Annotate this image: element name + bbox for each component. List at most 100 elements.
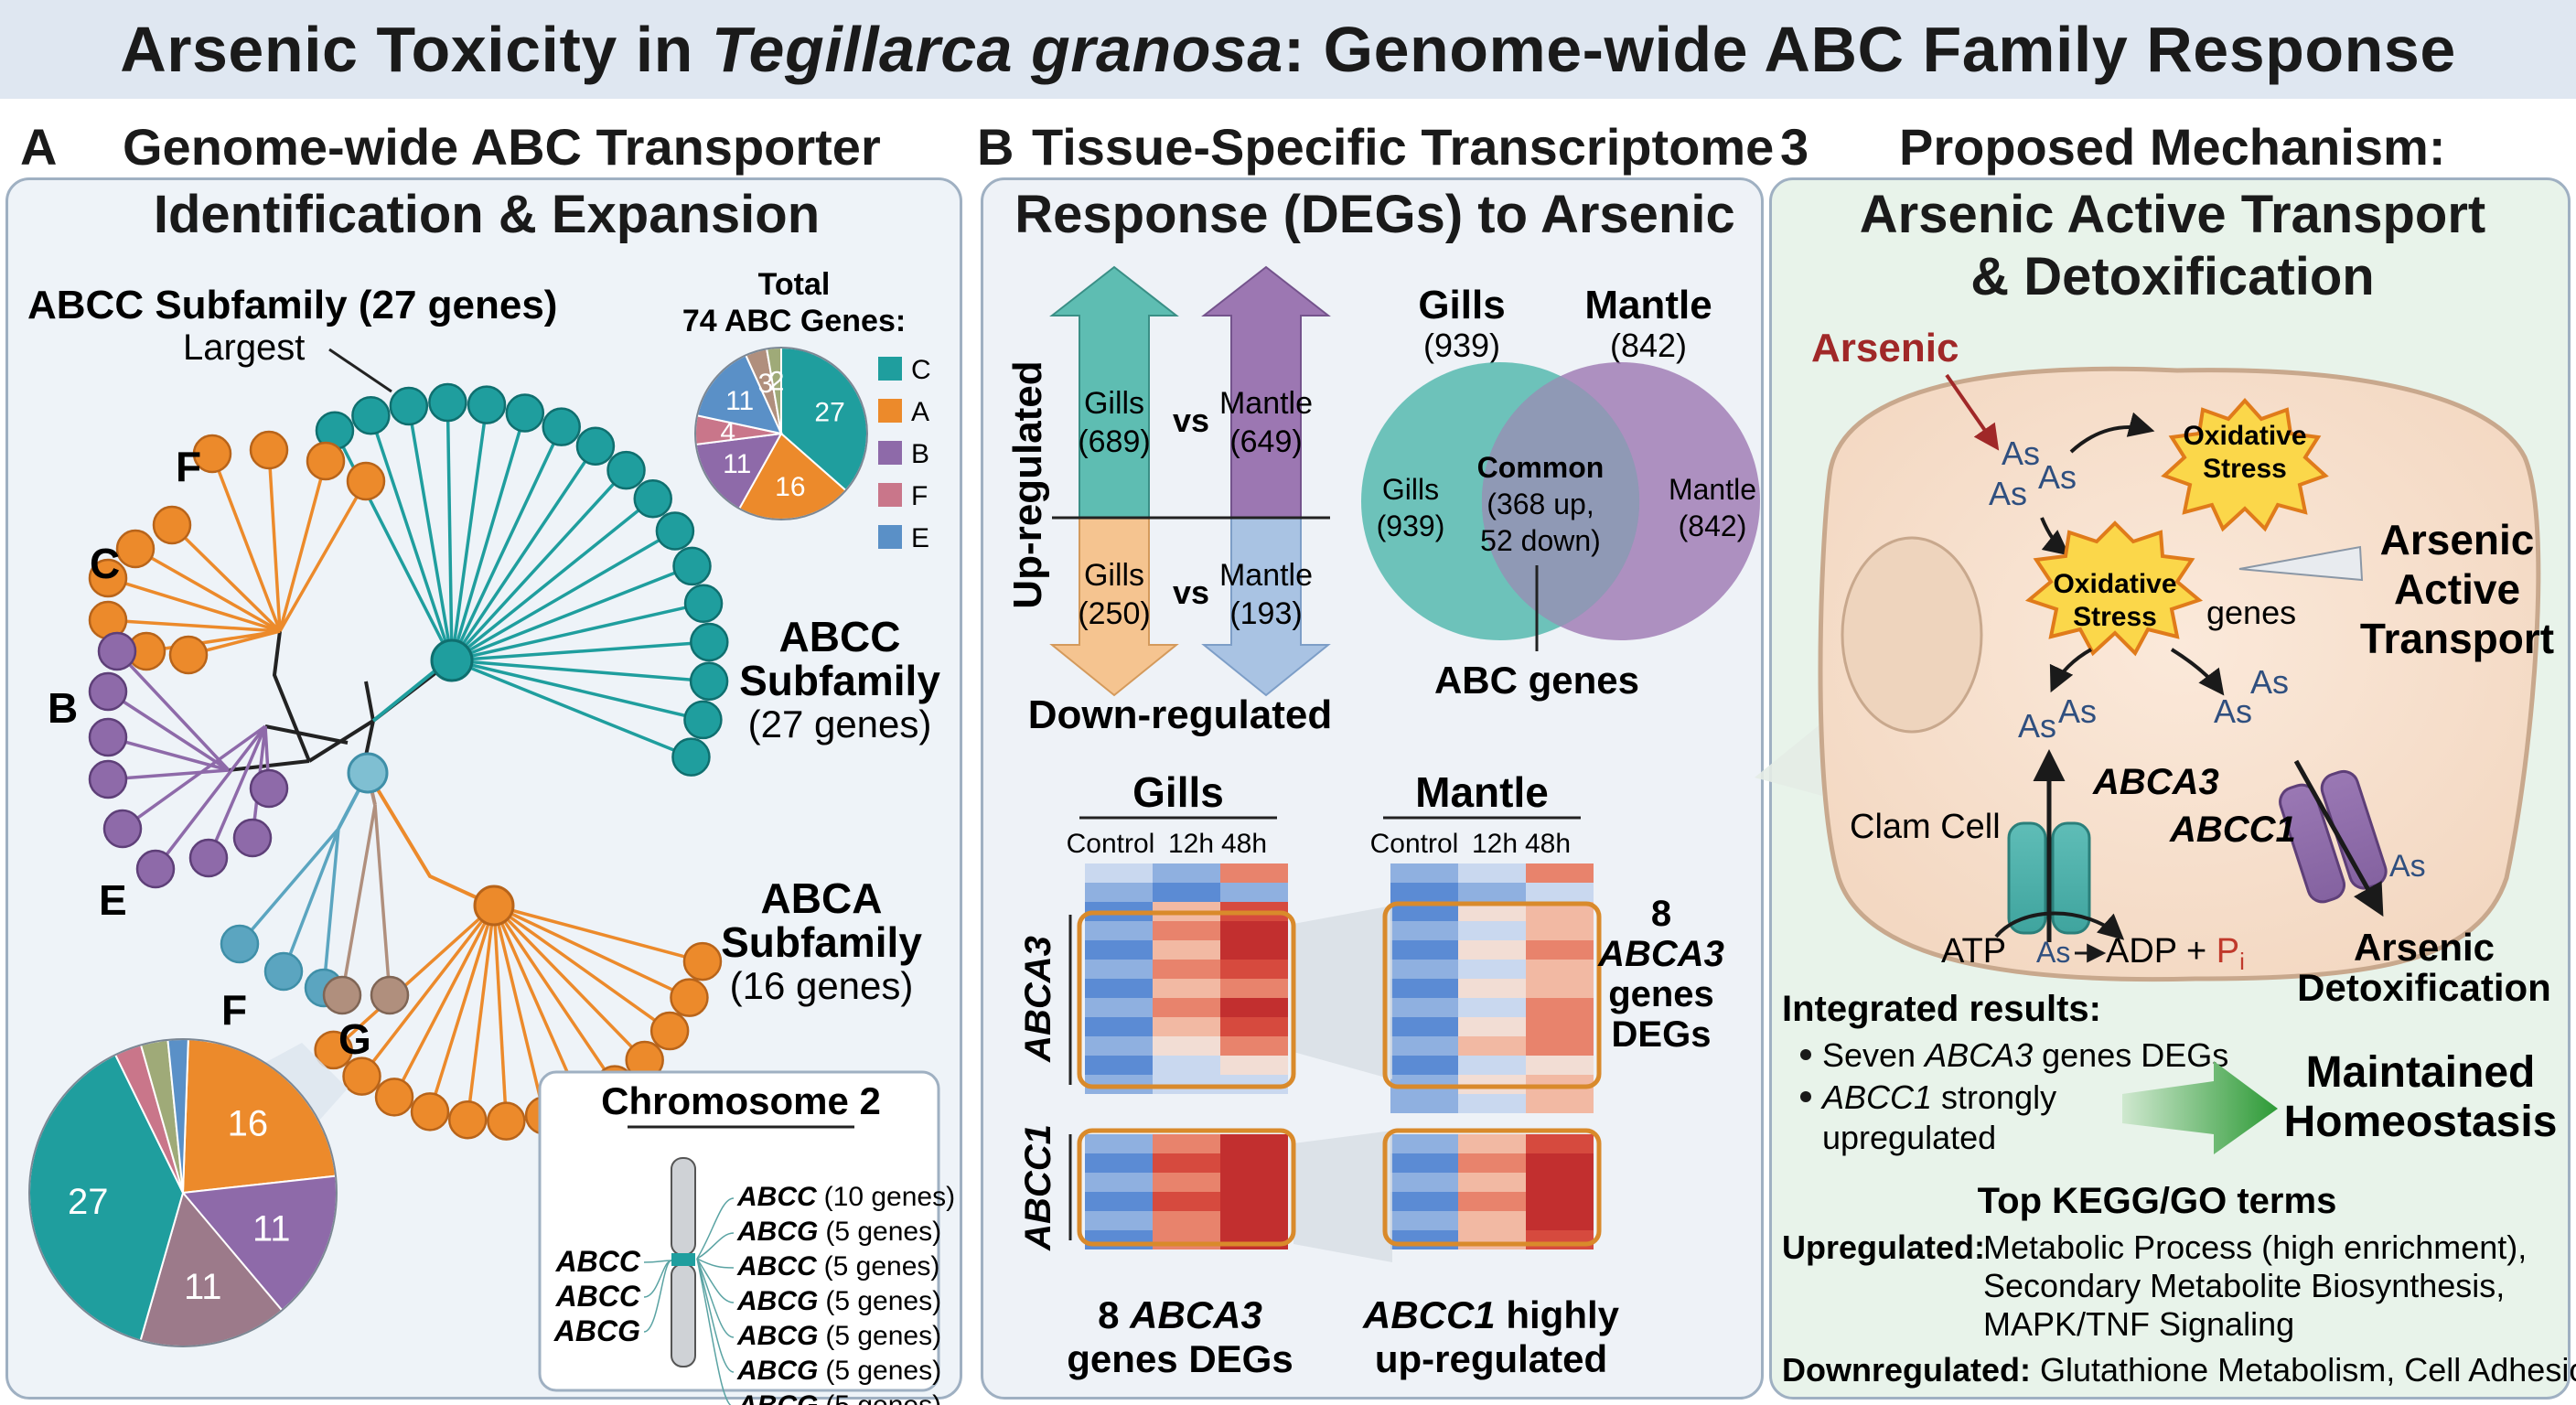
abca3-transporter-left [2007,821,2047,935]
panel-c-title-line1: Proposed Mechanism: [1899,118,2446,176]
abcc-leaf-node [672,546,712,586]
abca-leaf-node [374,1078,414,1117]
gills-down-label: Gills [1084,558,1144,593]
chromosome-title: Chromosome 2 [601,1079,881,1122]
small-pie-label: 11 [723,449,751,479]
abcc-leaf-node [683,584,724,624]
abce-leaf-node [232,818,273,858]
mantle-up-count: (649) [1229,424,1302,459]
legend-key: C [911,355,931,385]
vs-down: vs [1173,574,1209,611]
panel-b-title-line1: Tissue-Specific Transcriptome [1032,118,1775,176]
large-pie-label: 27 [68,1182,109,1222]
heatmap-cell [1390,998,1458,1017]
abca-label-1: ABCA [761,874,883,922]
footer-right-2: up-regulated [1375,1337,1607,1380]
heatmap-cell [1526,863,1594,883]
heatmap-cell [1526,883,1594,902]
heatmap-cell [1526,998,1594,1017]
oxidative-top-2: Stress [2203,454,2287,484]
heatmap-cell [1220,863,1288,883]
down-regulated-label: Down-regulated [1028,692,1332,737]
abce-leaf-node [188,838,229,878]
abca-leaf-node [447,1099,488,1140]
title-bar: Arsenic Toxicity in Tegillarca granosa: … [0,0,2576,99]
mantle-down-label: Mantle [1219,558,1313,593]
heatmap-cell [1085,1230,1153,1249]
heatmap-mantle-abcc1 [1390,1134,1594,1249]
abca-leaf-node [314,1030,353,1070]
abcg-leaf-node [322,975,362,1015]
branch-label-f-top: F [176,443,201,490]
venn-right-count: (842) [1679,509,1747,542]
heatmap-cell [1220,1017,1288,1036]
active-transport-2: Active [2394,565,2520,613]
as-9: As [2036,936,2070,969]
heatmap-mantle-abca3 [1390,863,1594,1113]
oxidative-stress-mid [2024,520,2204,657]
small-pie-label: 2 [769,366,785,396]
heatmap-cell [1458,998,1526,1017]
gills-down-arrow [1049,517,1179,697]
mantle-down-count: (193) [1229,596,1302,631]
detox-2: Detoxification [2297,966,2551,1009]
abca-leaf-node [410,1092,450,1132]
abcb-leaf-node [88,759,128,799]
legend-swatch [878,441,902,465]
largest-label: Largest [183,327,305,368]
abcf-top-leaf-node [192,434,232,474]
heatmap-cell [1085,863,1153,883]
heatmap-cell [1085,1036,1153,1056]
mantle-down-arrow [1201,517,1331,697]
heatmap-cell [1390,902,1458,921]
detox-1: Arsenic [2354,926,2495,969]
heatmap-cell [1458,863,1526,883]
heatmap-cell [1085,1173,1153,1192]
venn-gills-count: (939) [1423,327,1500,364]
up-term-3: MAPK/TNF Signaling [1983,1305,2294,1343]
heatmap-cell [1153,1211,1220,1230]
heatmap-cell [1085,1056,1153,1075]
heatmap-column-label: Control [1370,829,1459,859]
atp-label: ATP [1941,932,2006,971]
homeostasis-1: Maintained [2306,1048,2536,1097]
abcb-leaf-node [88,671,128,712]
tree-leaves [88,382,729,1141]
heatmap-cell [1458,1173,1526,1192]
as-4: As [2018,707,2056,745]
heatmap-cell [1526,960,1594,979]
heatmap-cell [1220,960,1288,979]
abcc-root-node [430,638,474,682]
panel-a-title-line2: Identification & Expansion [153,185,821,244]
abcc-leaf-node [655,511,695,551]
row-label-abcc1: ABCC1 [1018,1124,1058,1251]
panel-c-title-line3: & Detoxification [1970,247,2375,306]
panel-a-letter: A [20,118,58,176]
abca-root-node [473,885,515,927]
heatmap-column-label: Control [1067,829,1155,859]
phylo-tree [88,382,729,1141]
heatmap-cell [1220,1230,1288,1249]
branch-label-e: E [99,876,127,924]
venn-mantle-title: Mantle [1584,283,1712,327]
abcg-leaf-node [370,975,410,1015]
as-6: As [2250,663,2289,701]
heatmap-cell [1220,998,1288,1017]
abcf-top-leaf-node [346,461,386,501]
abca-leaf-node [342,1056,381,1096]
gills-up-arrow [1049,265,1179,519]
legend-swatch [878,399,902,423]
abcc-leaf-node [689,661,729,701]
up-terms-label: Upregulated: [1782,1228,1985,1266]
as-3: As [1989,475,2027,512]
abcf-top-leaf-node [306,441,346,481]
side-note-2: ABCA3 [1597,934,1724,974]
abcc-callout: ABCC Subfamily (27 genes) [27,283,557,327]
mantle-up-label: Mantle [1219,386,1313,421]
heatmap-cell [1390,1192,1458,1211]
total-line1: Total [758,267,831,302]
chromosome-right-label: ABCG(5 genes) [736,1356,941,1386]
kegg-title: Top KEGG/GO terms [1978,1181,2337,1221]
heatmap-cell [1153,979,1220,998]
heatmap-cell [1458,1017,1526,1036]
